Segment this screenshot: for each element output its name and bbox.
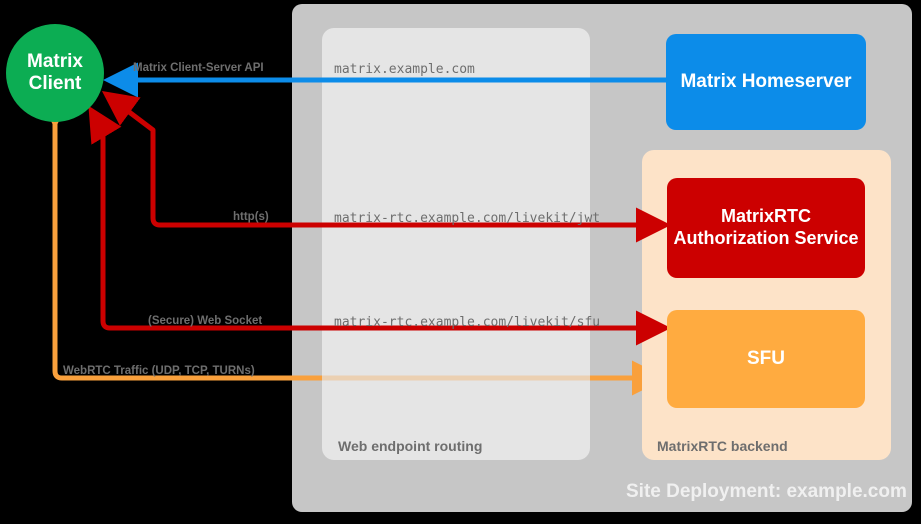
endpoint-label-matrix-example-com: matrix.example.com [334,62,475,77]
container-web-endpoint-routing [322,28,590,460]
endpoint-label-livekit-jwt: matrix-rtc.example.com/livekit/jwt [334,211,601,226]
edge-label-cs-api: Matrix Client-Server API [133,62,264,74]
caption-matrixrtc-backend: MatrixRTC backend [657,438,788,454]
endpoint-label-livekit-sfu: matrix-rtc.example.com/livekit/sfu [334,315,601,330]
caption-web-endpoint-routing: Web endpoint routing [338,438,483,454]
client-label-line1: Matrix [27,51,83,73]
node-sfu[interactable]: SFU [667,310,865,408]
node-matrix-homeserver[interactable]: Matrix Homeserver [666,34,866,130]
sfu-label: SFU [747,347,785,369]
label-site-deployment: Site Deployment: example.com [626,481,907,502]
edge-http-jwt [101,91,671,243]
edge-label-web-socket: (Secure) Web Socket [148,315,263,327]
edge-label-https: http(s) [233,211,269,223]
client-label-line2: Client [28,73,82,94]
auth-service-label: MatrixRTC Authorization Service [673,206,859,248]
edge-web-socket [88,105,671,346]
edge-webrtc-through-routing [322,375,590,381]
node-matrixrtc-authorization-service[interactable]: MatrixRTC Authorization Service [667,178,865,278]
edge-label-webrtc-traffic: WebRTC Traffic (UDP, TCP, TURNs) [63,365,255,377]
node-matrix-client[interactable]: Matrix Client [6,24,104,122]
homeserver-label: Matrix Homeserver [680,70,852,92]
